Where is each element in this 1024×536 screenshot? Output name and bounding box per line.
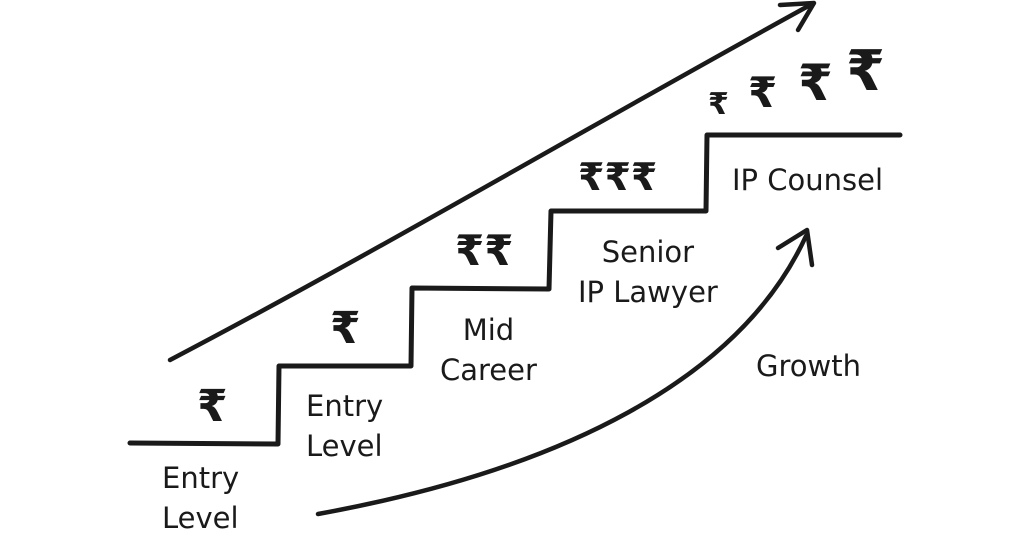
step-4-label: Senior IP Lawyer — [578, 232, 718, 312]
staircase-line — [127, 132, 903, 447]
upper-growth-arrow — [167, 1, 815, 363]
upper-arrowhead-icon — [777, 0, 817, 33]
step-3-line1: Mid — [462, 313, 515, 347]
lower-growth-arrow — [315, 233, 809, 517]
step-1-rupee-icon: ₹ — [197, 381, 228, 432]
growth-label: Growth — [756, 349, 861, 383]
step-4-rupee-icons: ₹₹₹ — [578, 155, 658, 199]
step-3-rupee-icons: ₹₹ — [455, 226, 514, 275]
step-2-label: Entry Level — [306, 386, 383, 466]
step-4-line2: IP Lawyer — [578, 275, 718, 309]
step-4-line1: Senior — [601, 235, 695, 269]
step-2-rupee-icon: ₹ — [330, 303, 361, 354]
step-5-rupee-icon-1: ₹ — [708, 87, 729, 122]
step-3-label: Mid Career — [440, 310, 537, 390]
step-3-line2: Career — [440, 353, 537, 387]
step-5-label: IP Counsel — [732, 163, 884, 197]
step-1-label: Entry Level — [162, 458, 239, 536]
step-2-line1: Entry — [306, 389, 384, 423]
step-5-rupee-icon-4: ₹ — [846, 39, 885, 104]
step-5-rupee-icon-2: ₹ — [748, 68, 778, 117]
step-1-line1: Entry — [162, 461, 240, 495]
step-2-line2: Level — [306, 429, 383, 463]
step-1-line2: Level — [162, 501, 239, 535]
lower-arrowhead-icon — [775, 227, 815, 268]
step-5-rupee-icon-3: ₹ — [798, 54, 833, 112]
